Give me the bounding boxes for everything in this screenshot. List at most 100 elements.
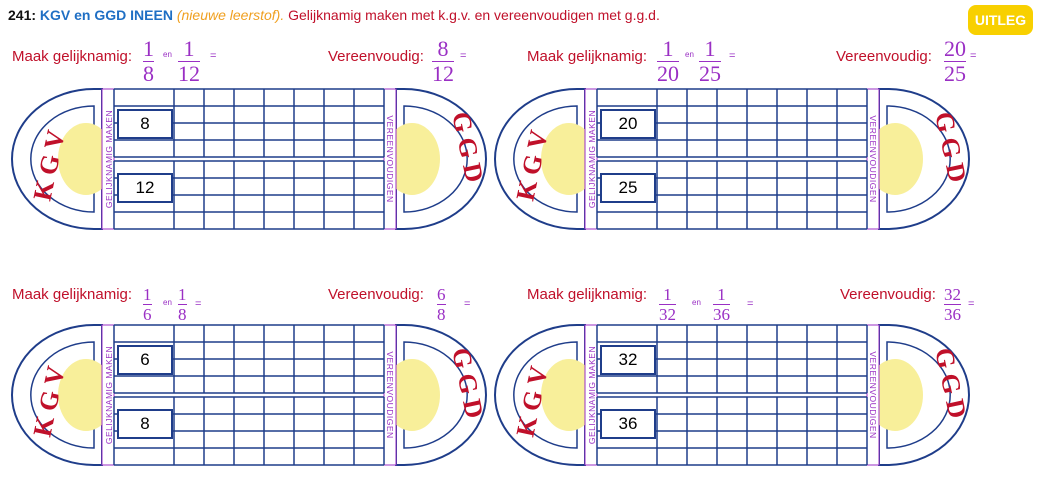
uitleg-button[interactable]: UITLEG <box>968 5 1033 35</box>
numerator: 1 <box>663 285 672 304</box>
left-yellow <box>58 359 114 431</box>
number-box-top[interactable]: 20 <box>600 109 656 139</box>
left-yellow <box>541 123 597 195</box>
fraction-bar <box>657 61 679 62</box>
numerator: 6 <box>437 285 446 304</box>
equals-sign: = <box>460 50 467 62</box>
vereenvoudig-label: Vereenvoudig: <box>328 286 424 303</box>
right-yellow <box>384 359 440 431</box>
vertical-text-gelijknamig: GELIJKNAMIG MAKEN <box>587 346 597 444</box>
vereenvoudig-label: Vereenvoudig: <box>328 48 424 65</box>
numerator: 1 <box>143 36 154 61</box>
denominator: 6 <box>143 305 152 324</box>
fraction-bar <box>713 304 730 305</box>
equals-sign: = <box>747 298 754 310</box>
right-strip <box>866 324 880 466</box>
vertical-text-vereenvoudigen: VEREENVOUDIGEN <box>868 115 878 202</box>
numerator: 1 <box>143 285 152 304</box>
denominator: 8 <box>143 61 154 86</box>
numerator: 8 <box>437 36 449 61</box>
left-strip <box>584 324 598 466</box>
number-box-bottom[interactable]: 25 <box>600 173 656 203</box>
fraction-bar <box>143 304 152 305</box>
en-label: en <box>163 50 172 59</box>
left-yellow <box>541 359 597 431</box>
equals-sign: = <box>210 50 217 62</box>
gelijknamig-label: Maak gelijknamig: <box>12 48 133 65</box>
equals-sign: = <box>464 298 471 310</box>
right-strip <box>383 324 397 466</box>
exercise-title: KGV en GGD INEEN <box>39 7 173 23</box>
numerator: 1 <box>178 285 187 304</box>
number-box-top[interactable]: 8 <box>117 109 173 139</box>
fraction-bar <box>944 304 961 305</box>
fraction-bar <box>699 61 721 62</box>
equals-sign: = <box>729 50 736 62</box>
equals-sign: = <box>968 298 975 310</box>
denominator: 8 <box>178 305 187 324</box>
right-strip <box>383 88 397 230</box>
denominator: 32 <box>659 305 676 324</box>
number-box-top[interactable]: 6 <box>117 345 173 375</box>
equals-sign: = <box>970 50 977 62</box>
denominator: 12 <box>432 61 454 86</box>
vertical-text-gelijknamig: GELIJKNAMIG MAKEN <box>587 110 597 208</box>
left-strip <box>101 324 115 466</box>
exercise-note: (nieuwe leerstof). <box>176 7 285 23</box>
vertical-text-vereenvoudigen: VEREENVOUDIGEN <box>868 351 878 438</box>
fraction-bar <box>437 304 446 305</box>
denominator: 25 <box>699 61 721 86</box>
fraction-bar <box>178 61 200 62</box>
denominator: 25 <box>944 61 966 86</box>
number-box-bottom[interactable]: 8 <box>117 409 173 439</box>
numerator: 1 <box>717 285 726 304</box>
denominator: 8 <box>437 305 446 324</box>
exercise-description: Gelijknamig maken met k.g.v. en vereenvo… <box>288 7 660 23</box>
number-box-bottom[interactable]: 36 <box>600 409 656 439</box>
right-strip <box>866 88 880 230</box>
denominator: 36 <box>713 305 730 324</box>
gelijknamig-label: Maak gelijknamig: <box>527 48 648 65</box>
gelijknamig-label: Maak gelijknamig: <box>527 286 648 303</box>
numerator: 1 <box>183 36 195 61</box>
vertical-text-gelijknamig: GELIJKNAMIG MAKEN <box>104 346 114 444</box>
right-yellow <box>384 123 440 195</box>
left-strip <box>101 88 115 230</box>
fraction-bar <box>432 61 454 62</box>
right-yellow <box>867 359 923 431</box>
page-header: 241: KGV en GGD INEEN (nieuwe leerstof).… <box>8 7 660 23</box>
exercise-number: 241: <box>8 7 37 23</box>
vertical-text-vereenvoudigen: VEREENVOUDIGEN <box>385 351 395 438</box>
numerator: 20 <box>944 36 966 61</box>
gelijknamig-label: Maak gelijknamig: <box>12 286 133 303</box>
number-box-bottom[interactable]: 12 <box>117 173 173 203</box>
vereenvoudig-label: Vereenvoudig: <box>840 286 936 303</box>
left-yellow <box>58 123 114 195</box>
en-label: en <box>163 298 172 307</box>
vertical-text-gelijknamig: GELIJKNAMIG MAKEN <box>104 110 114 208</box>
fraction-bar <box>143 61 154 62</box>
fraction-bar <box>944 61 966 62</box>
denominator: 20 <box>657 61 679 86</box>
vertical-text-vereenvoudigen: VEREENVOUDIGEN <box>385 115 395 202</box>
number-box-top[interactable]: 32 <box>600 345 656 375</box>
en-label: en <box>692 298 701 307</box>
